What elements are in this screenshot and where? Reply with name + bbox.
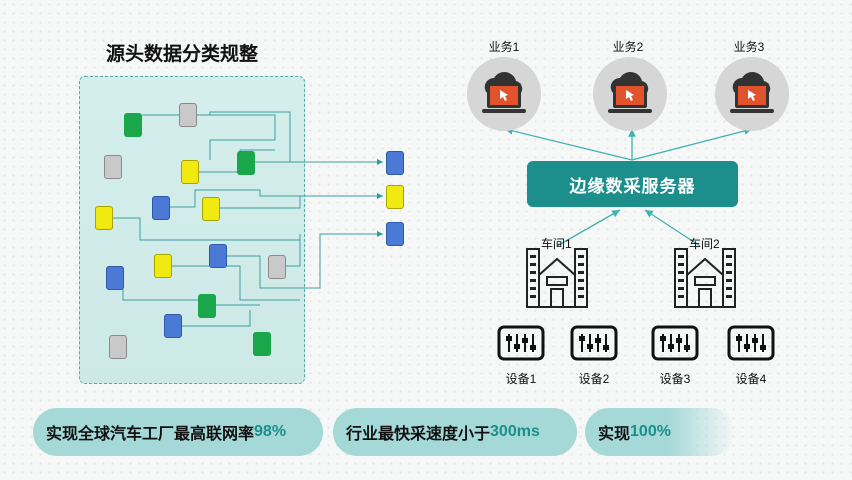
device-label: 设备2 (578, 372, 610, 386)
business-label: 业务3 (733, 40, 765, 54)
data-block-blue (209, 244, 227, 268)
device-icon (497, 325, 545, 361)
highlight-text: 实现全球汽车工厂最高联网率 (46, 426, 255, 443)
device-icon (727, 325, 775, 361)
data-block-yellow (154, 254, 172, 278)
diagram-title: 源头数据分类规整 (106, 44, 259, 65)
workshop-label: 车间1 (541, 237, 572, 251)
device-label: 设备3 (659, 372, 691, 386)
cloud-laptop-icon (467, 57, 541, 131)
device-label: 设备1 (505, 372, 537, 386)
business-label: 业务1 (488, 40, 520, 54)
business-label: 业务2 (612, 40, 644, 54)
data-block-yellow (202, 197, 220, 221)
data-block-yellow (181, 160, 199, 184)
data-block-blue (106, 266, 124, 290)
edge-server-box: 边缘数采服务器 (527, 161, 738, 207)
data-block-blue (164, 314, 182, 338)
data-block-blue (152, 196, 170, 220)
data-block-gray (109, 335, 127, 359)
data-block-green (237, 151, 255, 175)
highlight-text: 行业最快采速度小于 (346, 426, 491, 443)
data-block-green (124, 113, 142, 137)
factory-icon (526, 248, 588, 308)
device-icon (570, 325, 618, 361)
data-block-gray (104, 155, 122, 179)
data-block-yellow (95, 206, 113, 230)
highlight-value: 98% (254, 423, 287, 440)
data-block-green (198, 294, 216, 318)
data-block-gray (179, 103, 197, 127)
output-block-blue (386, 151, 404, 175)
device-icon (651, 325, 699, 361)
output-block-yellow (386, 185, 404, 209)
cloud-laptop-icon (715, 57, 789, 131)
workshop-label: 车间2 (689, 237, 720, 251)
device-label: 设备4 (735, 372, 767, 386)
highlight-value: 100% (630, 423, 671, 440)
output-block-blue (386, 222, 404, 246)
factory-icon (674, 248, 736, 308)
cloud-laptop-icon (593, 57, 667, 131)
data-block-gray (268, 255, 286, 279)
highlight-text: 实现 (598, 426, 631, 443)
highlight-value: 300ms (490, 423, 540, 440)
data-block-green (253, 332, 271, 356)
server-label: 边缘数采服务器 (569, 176, 696, 196)
